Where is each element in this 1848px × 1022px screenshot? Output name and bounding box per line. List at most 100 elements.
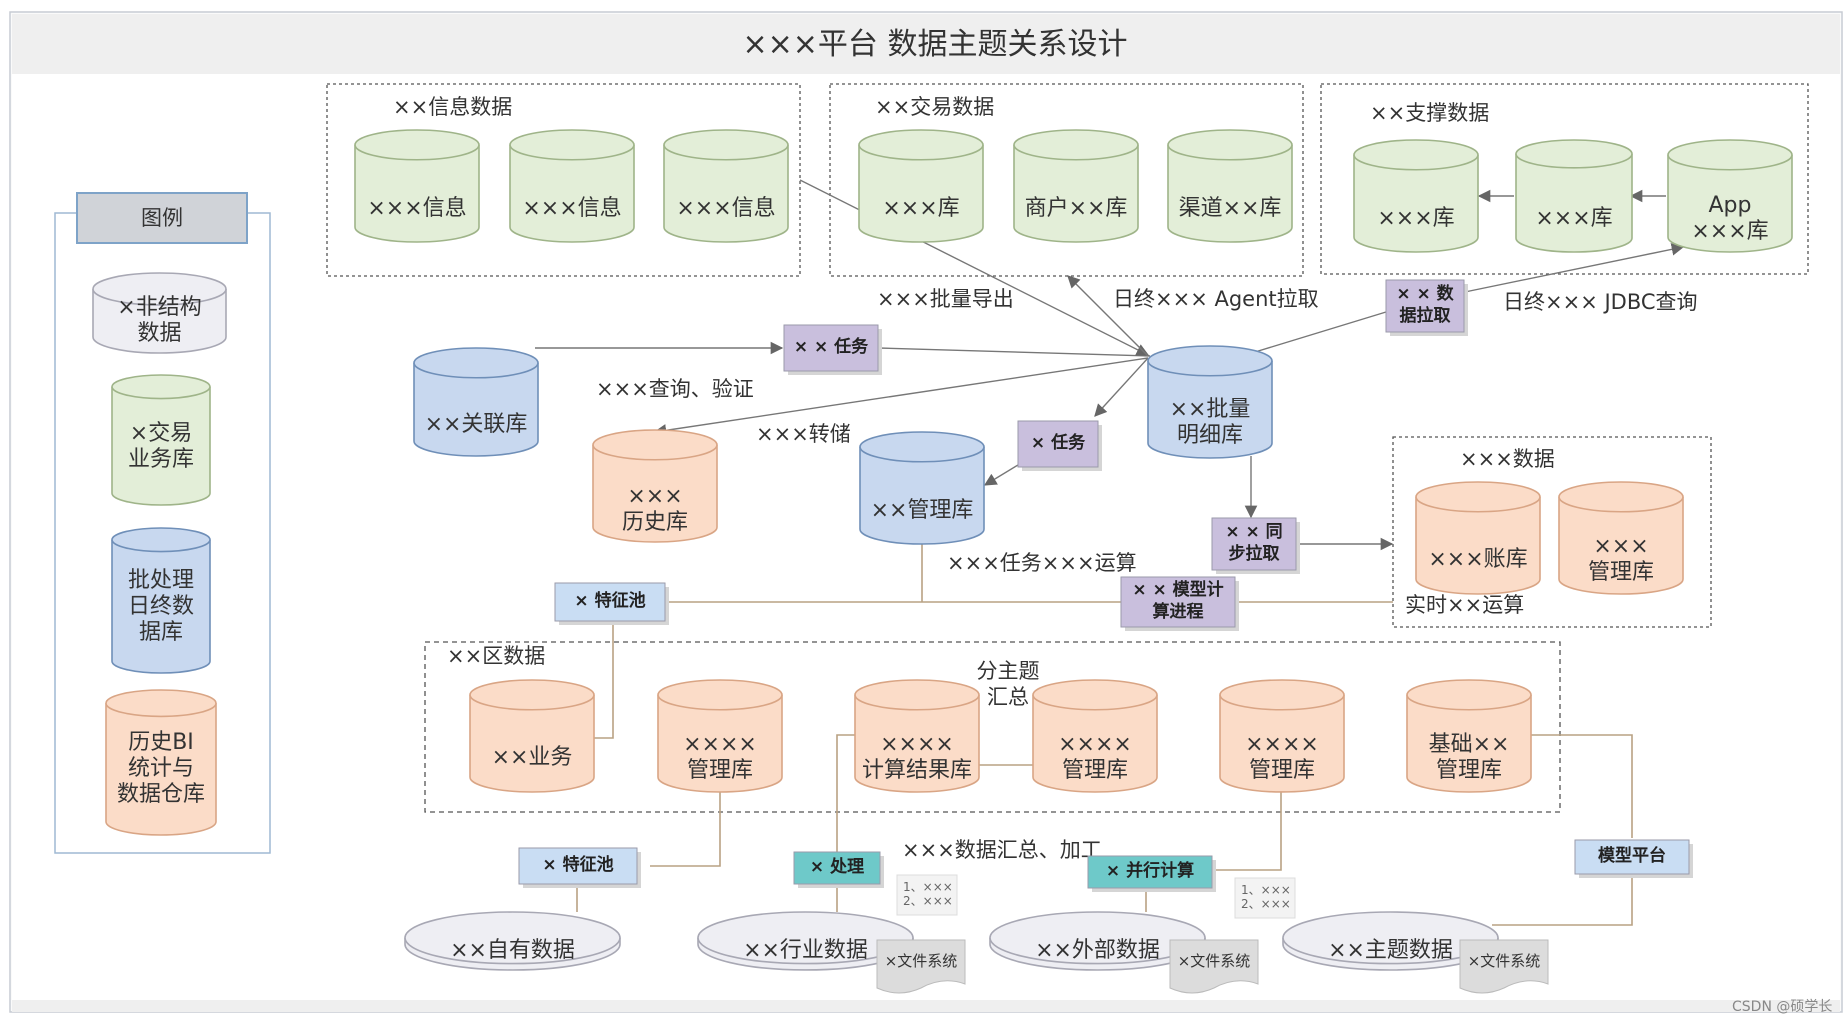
note-2: 1、×××2、××× — [1234, 877, 1296, 919]
tag-model-calc-box — [1120, 576, 1236, 628]
group-trade-label: ××交易数据 — [875, 95, 994, 119]
line-platform-topic — [1492, 873, 1633, 926]
tag-task-1-box — [783, 324, 879, 372]
cyl-zone-1: ××××管理库 — [657, 679, 783, 793]
line-z4-parallel — [1205, 790, 1282, 871]
cyl-zone-3-top — [1032, 679, 1158, 711]
cyl-history-body — [592, 444, 718, 543]
cyl-mgmt: ××管理库 — [859, 431, 985, 545]
line-feature-biz — [593, 622, 614, 739]
legend-title: 图例 — [141, 206, 183, 230]
file-industry-shape — [876, 939, 966, 994]
cyl-topic-top — [1282, 911, 1499, 965]
tag-data-pull-box — [1385, 279, 1465, 333]
cyl-mgmt-2: ×××管理库 — [1558, 481, 1684, 595]
label-subtopic-group: 分主题汇总 — [977, 659, 1040, 709]
group-support-label: ××支撑数据 — [1370, 101, 1489, 125]
tag-process-label: × 处理 — [810, 856, 864, 877]
cyl-history: ×××历史库 — [592, 429, 718, 543]
cyl-mgmt-label: ××管理库 — [871, 498, 974, 523]
arrow-pull-app — [1459, 243, 1685, 294]
cyl-related-body — [413, 362, 539, 457]
cyl-biz: ××业务 — [469, 679, 595, 793]
cyl-account: ×××账库 — [1415, 481, 1541, 595]
cyl-support-3-top — [1667, 139, 1793, 171]
file-external-label: ×文件系统 — [1178, 952, 1251, 970]
cyl-zone-4: ××××管理库 — [1219, 679, 1345, 793]
cyl-industry-top — [697, 911, 914, 965]
tag-task-2-label: × 任务 — [1031, 432, 1086, 453]
cyl-zone-3-label: ××××管理库 — [1058, 732, 1132, 783]
cyl-info-1-top — [354, 129, 480, 161]
cyl-biz-top — [469, 679, 595, 711]
cyl-own-label: ××自有数据 — [450, 938, 575, 963]
cyl-zone-4-body — [1219, 694, 1345, 793]
cyl-trade-1: ×××库 — [858, 129, 984, 243]
file-topic-label: ×文件系统 — [1468, 952, 1541, 970]
group-zone-label: ××区数据 — [447, 644, 545, 668]
note-2-text: 1、×××2、××× — [1241, 883, 1291, 911]
cyl-zone-2-label: ××××计算结果库 — [862, 732, 972, 783]
file-external: ×文件系统 — [1169, 939, 1259, 994]
cyl-industry-label: ××行业数据 — [743, 938, 868, 963]
tag-feature-2-label: × 特征池 — [542, 854, 613, 875]
cyl-info-3: ×××信息 — [663, 129, 789, 243]
legend-item-unstructured: ×非结构数据 — [92, 272, 227, 354]
cyl-related: ××关联库 — [413, 347, 539, 457]
legend-item-batch-label: 批处理日终数据库 — [128, 568, 194, 645]
cyl-zone-2-top — [854, 679, 980, 711]
arrow-batch-trade — [1067, 275, 1149, 357]
cyl-biz-body — [469, 694, 595, 793]
cyl-mgmt-2-label: ×××管理库 — [1588, 534, 1654, 585]
cyl-zone-1-body — [657, 694, 783, 793]
group-data — [1392, 436, 1712, 628]
cyl-info-1-body — [354, 144, 480, 243]
tag-parallel: × 并行计算 — [1087, 855, 1216, 892]
legend-item-trade-top — [111, 374, 211, 400]
tag-task-2: × 任务 — [1017, 420, 1102, 471]
cyl-batch-top — [1147, 345, 1273, 377]
legend-item-batch: 批处理日终数据库 — [111, 527, 211, 674]
tag-model-calc: × × 模型计算进程 — [1120, 576, 1239, 631]
label-agent: 日终××× Agent拉取 — [1113, 287, 1319, 311]
tag-feature-1: × 特征池 — [554, 582, 669, 625]
cyl-trade-3: 渠道××库 — [1167, 129, 1293, 243]
arrow-task2-mgmt — [983, 464, 1019, 486]
cyl-zone-2-body — [854, 694, 980, 793]
cyl-trade-2-body — [1013, 144, 1139, 243]
file-external-shape — [1169, 939, 1259, 994]
cyl-trade-2-label: 商户××库 — [1025, 196, 1128, 221]
cyl-info-1-label: ×××信息 — [367, 196, 466, 221]
cyl-info-2: ×××信息 — [509, 129, 635, 243]
bottom-bar — [12, 1000, 1840, 1012]
tag-model-platform-box — [1574, 839, 1690, 875]
page-title: ×××平台 数据主题关系设计 — [743, 27, 1128, 62]
cyl-external-label: ××外部数据 — [1035, 938, 1160, 963]
label-taskcalc: ×××任务×××运算 — [947, 551, 1137, 575]
line-z1-feature2 — [650, 790, 721, 867]
cyl-zone-5: 基础××管理库 — [1406, 679, 1532, 793]
label-query: ×××查询、验证 — [596, 377, 754, 401]
cyl-account-label: ×××账库 — [1428, 547, 1527, 572]
tag-process-box — [793, 851, 881, 885]
cyl-batch: ××批量明细库 — [1147, 345, 1273, 459]
note-2-box — [1234, 877, 1296, 919]
cyl-support-3-label: App×××库 — [1691, 193, 1768, 244]
cyl-mgmt-body — [859, 446, 985, 545]
tag-model-platform-label: 模型平台 — [1598, 845, 1666, 866]
cyl-account-body — [1415, 496, 1541, 595]
line-z5-platform — [1531, 734, 1633, 838]
cyl-support-2-body — [1515, 153, 1633, 253]
cyl-info-2-label: ×××信息 — [522, 196, 621, 221]
cyl-trade-1-body — [858, 144, 984, 243]
tag-model-platform: 模型平台 — [1574, 839, 1693, 878]
legend-item-trade-body — [111, 386, 211, 506]
watermark: CSDN @硕学长 — [1732, 999, 1832, 1015]
cyl-support-2-label: ×××库 — [1535, 206, 1612, 231]
flow-lines — [576, 540, 1633, 926]
label-export: ×××批量导出 — [877, 287, 1014, 311]
cyl-support-1-top — [1353, 139, 1479, 171]
